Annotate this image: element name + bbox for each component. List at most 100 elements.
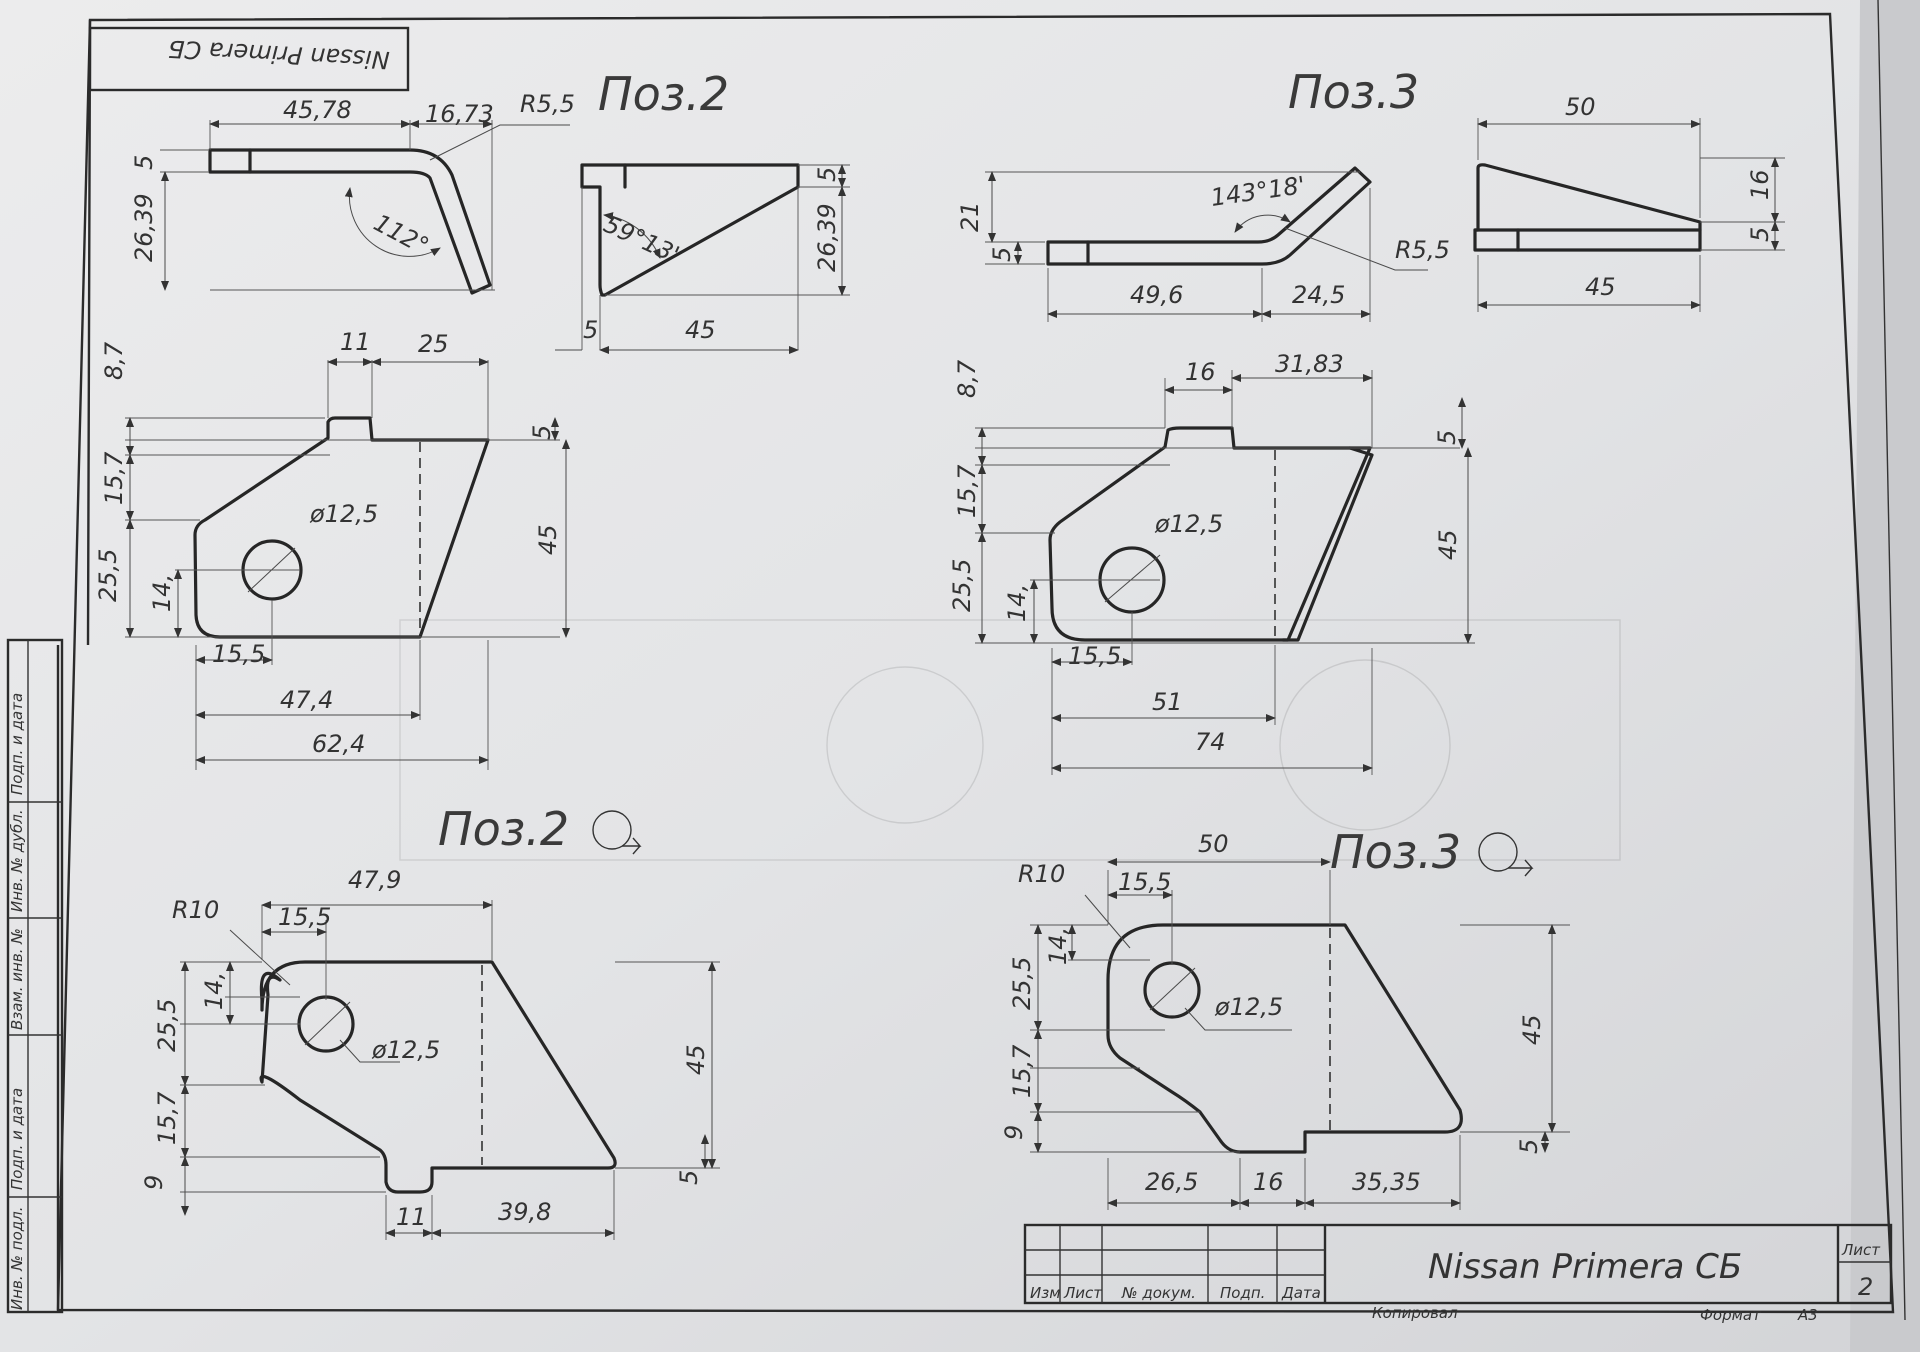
p3-flat-dia: ø12,5 — [1214, 993, 1283, 1021]
p2-flat-b: 14, — [200, 972, 228, 1010]
p2-flat-c: 25,5 — [153, 999, 181, 1052]
p3-plan-e: 15,7 — [953, 464, 981, 518]
p3-flat-r: R10 — [1018, 860, 1065, 888]
p3-top-title: Поз.3 — [1288, 65, 1419, 119]
p2-plan-a: 11 — [340, 328, 371, 356]
p3-flat-b: 14, — [1044, 927, 1072, 965]
p3-flat-w: 50 — [1198, 830, 1229, 858]
p3-plan-dia: ø12,5 — [1154, 510, 1223, 538]
tb-copied: Копировал — [1372, 1304, 1458, 1322]
p3-plan-j: 51 — [1152, 688, 1183, 716]
p2-plan-e: 15,7 — [100, 451, 128, 505]
side-stamp: Инв. № подл. Подп. и дата Взам. инв. № И… — [6, 638, 64, 1314]
p2-flat-title: Поз.2 — [438, 802, 569, 856]
p2-flat-a: 15,5 — [278, 903, 331, 931]
p3-flat-j: 16 — [1253, 1168, 1284, 1196]
p3-flat-i: 26,5 — [1145, 1168, 1198, 1196]
p2-end-t: 5 — [813, 167, 841, 182]
p3-side-a: 49,6 — [1130, 281, 1183, 309]
p3-plan-h: 45 — [1434, 529, 1462, 560]
p3-end-w: 50 — [1565, 93, 1596, 121]
p2-plan-f: 25,5 — [94, 549, 122, 602]
tb-col-doc: № докум. — [1121, 1284, 1196, 1302]
tb-col-izm: Изм — [1030, 1284, 1061, 1302]
tb-format-value: А3 — [1797, 1306, 1818, 1324]
p2-plan-b: 25 — [418, 330, 449, 358]
p2-side-h: 26,39 — [130, 193, 158, 262]
p2-plan-j: 47,4 — [280, 686, 333, 714]
tb-format-label: Формат — [1700, 1306, 1762, 1324]
p3-plan-c: 8,7 — [953, 359, 981, 398]
tb-title: Nissan Primera СБ — [1428, 1247, 1742, 1287]
paper-edge-shadow — [1850, 0, 1920, 1352]
p3-flat-f: 9 — [1000, 1125, 1028, 1140]
tb-sheet-number: 2 — [1858, 1273, 1873, 1301]
p3-side-h21: 21 — [956, 201, 984, 232]
p2-flat-f: 9 — [140, 1175, 168, 1190]
p2-flat-i: 11 — [396, 1203, 427, 1231]
poz3-flat-view: Поз.3 50 R10 15,5 14, 25,5 ø12,5 45 15,7… — [1000, 825, 1570, 1210]
p2-side-t: 5 — [130, 155, 158, 170]
p2-flat-w: 47,9 — [348, 866, 401, 894]
p2-flat-j: 39,8 — [498, 1198, 551, 1226]
p3-plan-d: 5 — [1433, 430, 1461, 445]
p2-top-title: Поз.2 — [598, 67, 729, 121]
tb-col-podp: Подп. — [1220, 1284, 1265, 1302]
side-stamp-4: Подп. и дата — [8, 693, 26, 795]
ghost-drawing — [399, 619, 1621, 861]
p2-flat-h: 45 — [682, 1044, 710, 1075]
poz2-plan-view: 11 25 8,7 5 15,7 25,5 14, 45 ø12,5 15,5 … — [94, 328, 570, 770]
side-stamp-3: Инв. № дубл. — [8, 809, 26, 912]
tb-sheet-label: Лист — [1841, 1241, 1881, 1259]
poz3-plan-view: 16 31,83 8,7 5 15,7 25,5 14, 45 ø12,5 15… — [948, 350, 1475, 775]
p2-side-b: 16,73 — [425, 100, 494, 128]
p2-plan-c: 8,7 — [100, 341, 128, 380]
p3-side-r: R5,5 — [1395, 236, 1450, 264]
p2-flat-e: 15,7 — [153, 1091, 181, 1145]
poz3-end-view: 50 16 5 45 — [1473, 93, 1785, 312]
p3-side-b: 24,5 — [1292, 281, 1345, 309]
p2-flat-dia: ø12,5 — [371, 1036, 440, 1064]
p3-flat-a: 15,5 — [1118, 868, 1171, 896]
p2-end-h: 26,39 — [813, 203, 841, 272]
p2-plan-d: 5 — [528, 425, 556, 440]
drawing-frame — [56, 0, 1906, 1321]
p3-flat-c: 25,5 — [1008, 957, 1036, 1010]
p3-plan-k: 74 — [1195, 728, 1226, 756]
p3-plan-a: 16 — [1185, 358, 1216, 386]
side-stamp-2: Взам. инв. № — [8, 928, 26, 1030]
p2-side-a: 45,78 — [283, 96, 352, 124]
p2-plan-dia: ø12,5 — [309, 500, 378, 528]
p3-plan-b: 31,83 — [1275, 350, 1344, 378]
p2-end-w45: 45 — [685, 316, 716, 344]
p3-flat-e: 15,7 — [1008, 1044, 1036, 1098]
p3-plan-i: 15,5 — [1068, 642, 1121, 670]
p3-flat-g: 5 — [1515, 1139, 1543, 1154]
p2-plan-g: 14, — [148, 574, 176, 612]
p2-plan-i: 15,5 — [212, 640, 265, 668]
p2-side-r: R5,5 — [520, 90, 575, 118]
p3-flat-h: 45 — [1518, 1014, 1546, 1045]
title-block: Изм Лист № докум. Подп. Дата Nissan Prim… — [1023, 1223, 1893, 1324]
side-stamp-1: Подп. и дата — [8, 1088, 26, 1190]
p3-flat-k: 35,35 — [1352, 1168, 1421, 1196]
p3-flat-title: Поз.3 — [1330, 825, 1461, 879]
p2-end-w5: 5 — [583, 316, 598, 344]
side-stamp-0: Инв. № подл. — [8, 1207, 26, 1310]
p3-side-t: 5 — [988, 247, 1016, 262]
poz2-end-view: 5 26,39 59°13' 5 45 — [555, 163, 850, 354]
p3-plan-g: 14, — [1003, 584, 1031, 622]
p2-plan-h: 45 — [534, 524, 562, 555]
p2-flat-r: R10 — [172, 896, 219, 924]
p3-end-t: 5 — [1746, 227, 1774, 242]
p2-flat-g: 5 — [675, 1170, 703, 1185]
p3-end-h: 16 — [1746, 169, 1774, 200]
poz2-flat-view: Поз.2 47,9 R10 15,5 14, 25,5 ø12,5 45 15… — [140, 802, 720, 1240]
tb-col-date: Дата — [1281, 1284, 1321, 1302]
rotate-symbol-icon — [592, 810, 642, 855]
rotate-symbol-icon-2 — [1478, 832, 1534, 877]
p3-plan-f: 25,5 — [948, 559, 976, 612]
p2-plan-k: 62,4 — [312, 730, 365, 758]
